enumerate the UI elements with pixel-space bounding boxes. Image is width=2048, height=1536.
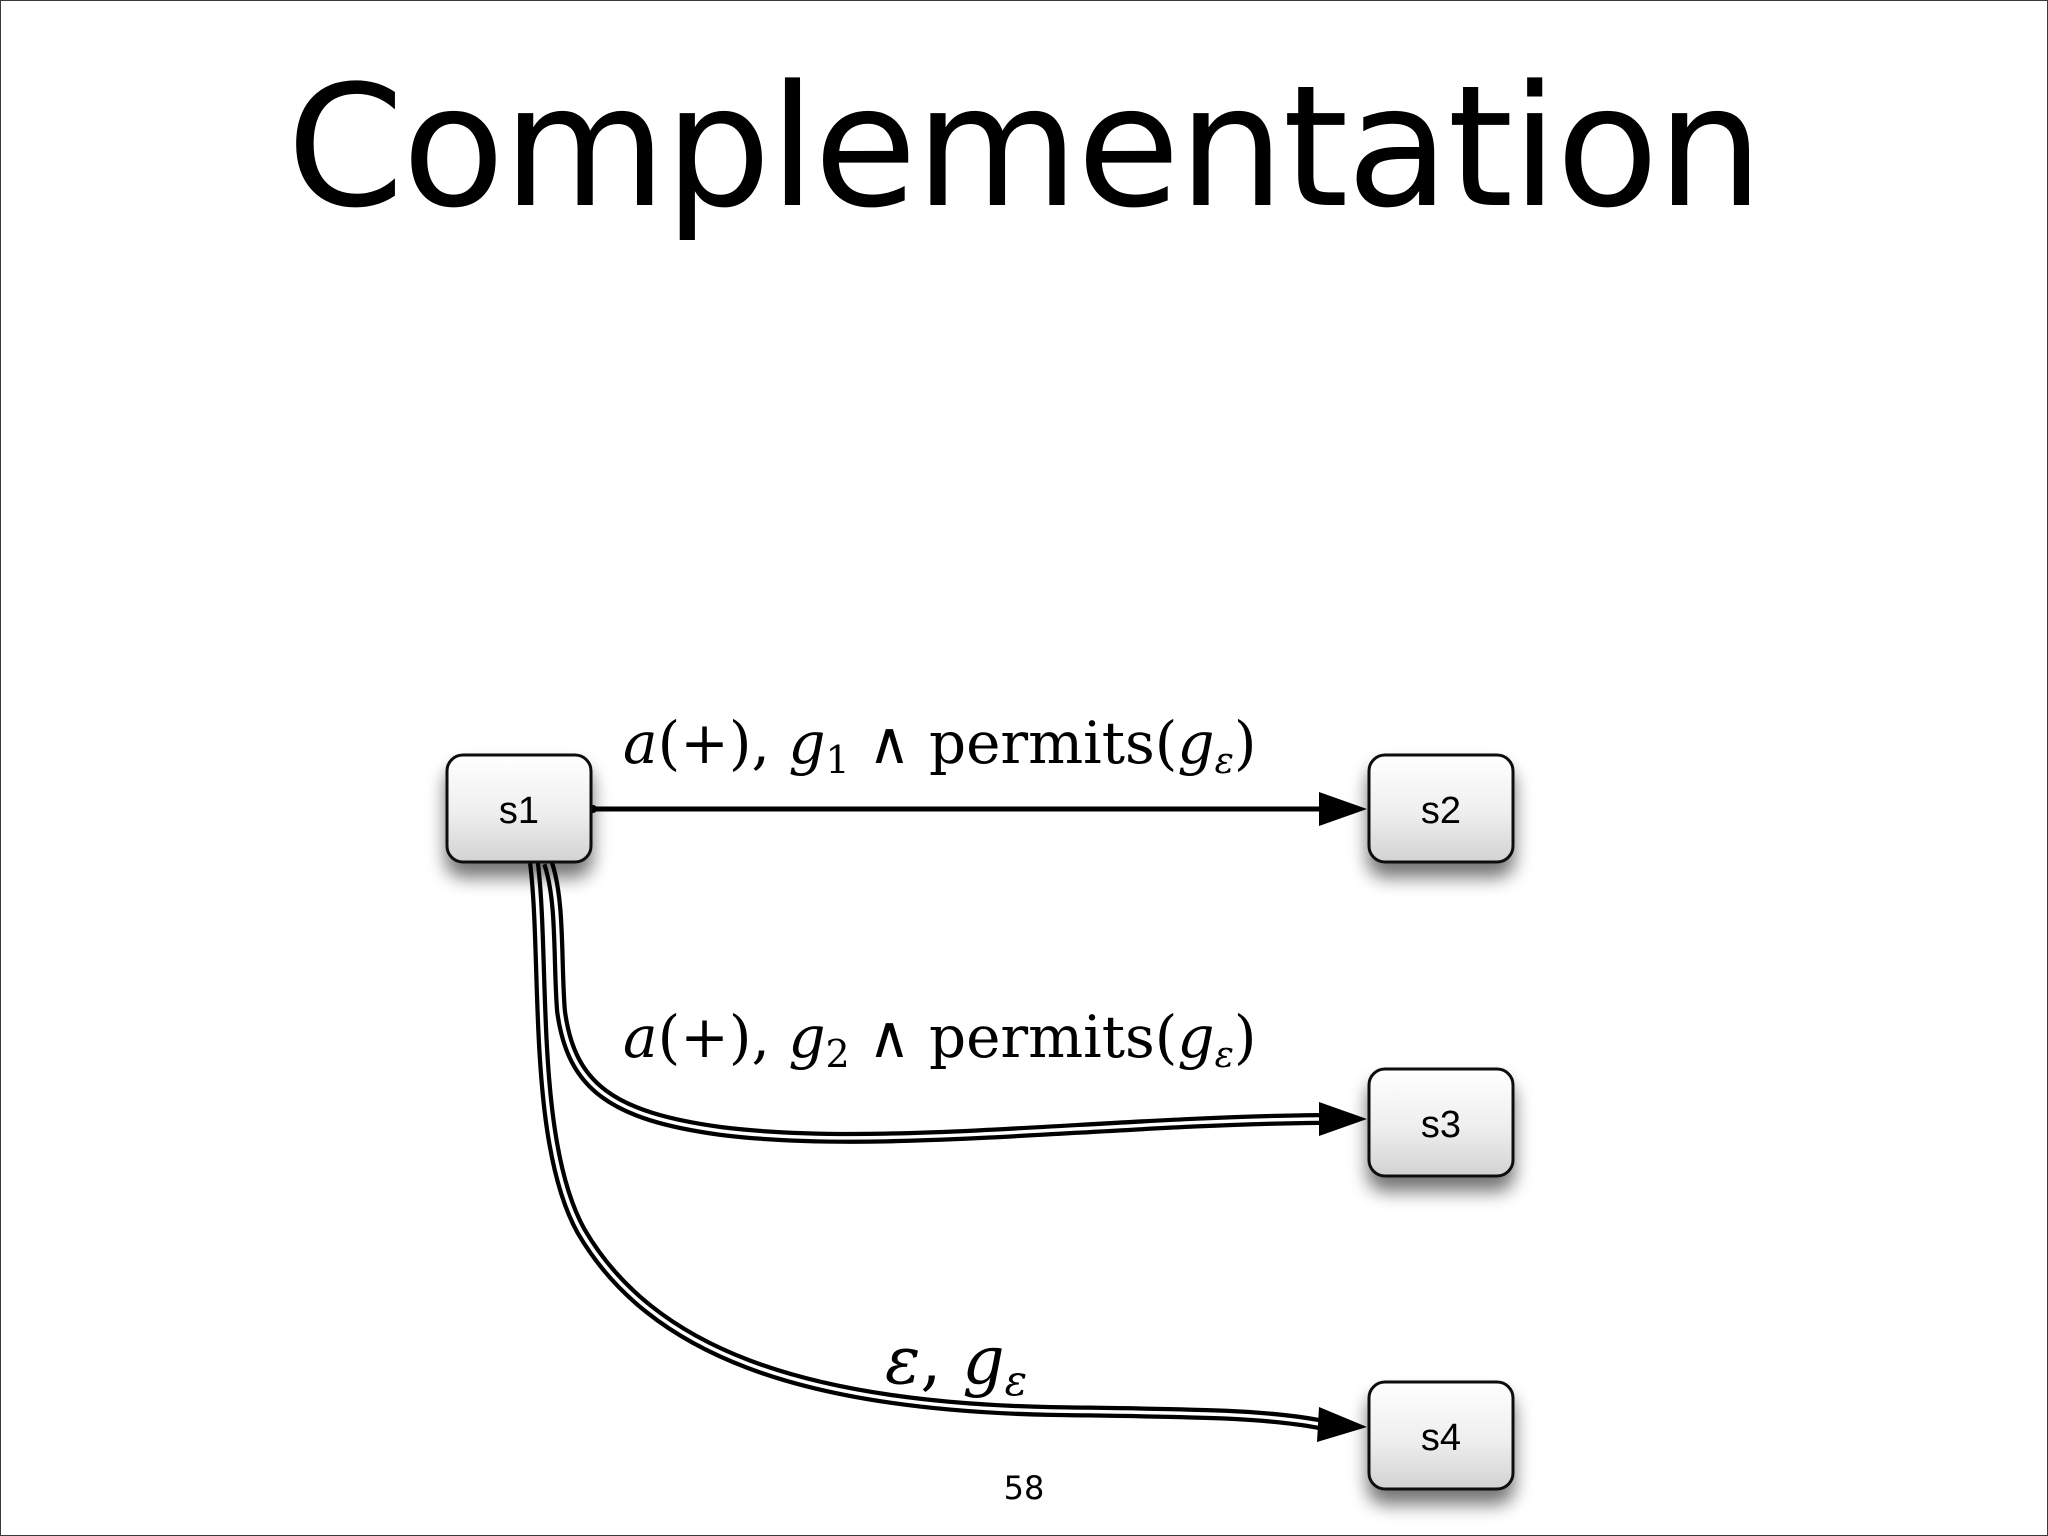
edge-s1-s3	[542, 861, 1367, 1144]
edge-label-s1-s2: a(+), g1 ∧ permits(gε)	[623, 709, 1257, 782]
page-number: 58	[1003, 1469, 1045, 1507]
state-label-s1: s1	[499, 790, 539, 832]
state-s4[interactable]: s4	[1367, 1380, 1515, 1491]
slide-title: Complementation	[286, 49, 1764, 245]
state-s1[interactable]: s1	[445, 753, 593, 864]
edge-s1-s4	[528, 862, 1367, 1442]
edge-s1-s2	[589, 792, 1367, 826]
edge-label-s1-s4: ε, gε	[885, 1322, 1027, 1405]
state-label-s4: s4	[1421, 1417, 1461, 1459]
state-label-s3: s3	[1421, 1104, 1461, 1146]
edge-label-s1-s3: a(+), g2 ∧ permits(gε)	[623, 1003, 1257, 1076]
state-s3[interactable]: s3	[1367, 1067, 1515, 1178]
state-label-s2: s2	[1421, 790, 1461, 832]
state-s2[interactable]: s2	[1367, 753, 1515, 864]
